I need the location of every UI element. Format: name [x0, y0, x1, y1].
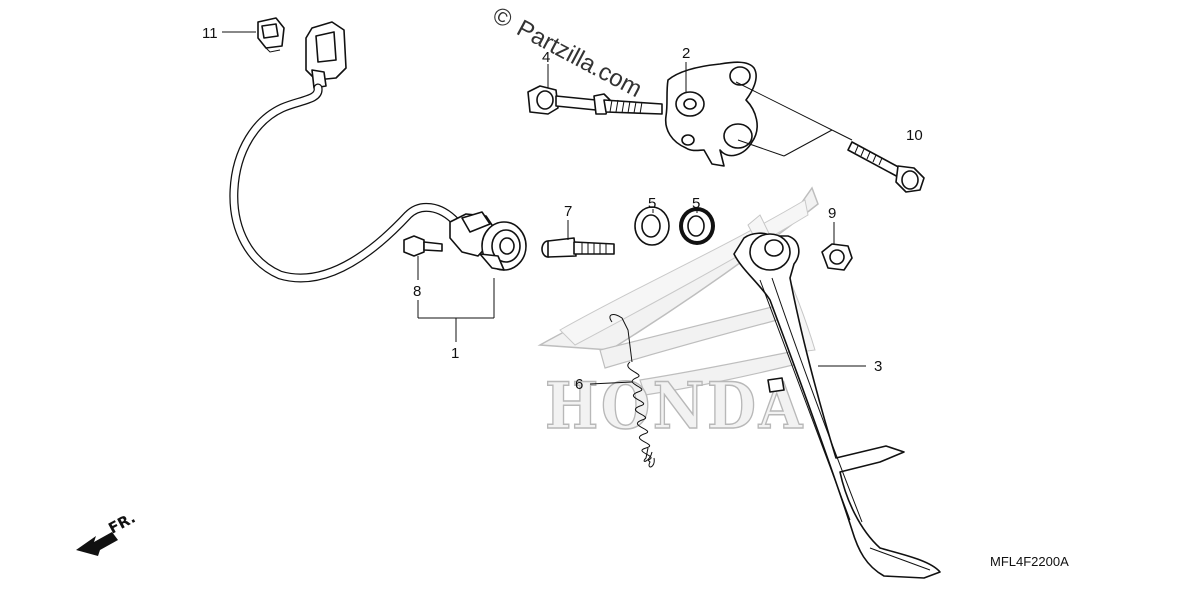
callout-9: 9 — [828, 205, 836, 222]
callout-4: 4 — [542, 49, 550, 66]
callout-2: 2 — [682, 45, 690, 62]
callout-10: 10 — [906, 127, 923, 144]
callout-8: 8 — [413, 283, 421, 300]
part-8-bolt — [403, 235, 443, 257]
part-11-connector-clip — [257, 17, 285, 53]
part-1-sidestand-switch — [229, 21, 527, 283]
part-6-spring — [609, 314, 655, 468]
part-5-washer-b — [679, 207, 715, 245]
part-4-pivot-bolt — [527, 85, 663, 115]
callout-1: 1 — [451, 345, 459, 362]
callout-6: 6 — [575, 376, 583, 393]
callout-3: 3 — [874, 358, 882, 375]
part-3-sidestand — [733, 232, 941, 579]
part-5-washer-a — [634, 206, 670, 246]
part-10-flange-bolt — [847, 141, 925, 193]
callout-11: 11 — [202, 25, 218, 42]
callout-5-right: 5 — [692, 195, 700, 212]
callout-7: 7 — [564, 203, 572, 220]
front-direction-arrow-icon — [76, 532, 118, 556]
callout-5-left: 5 — [648, 195, 656, 212]
copyright-symbol: © — [488, 2, 517, 34]
diagram-code: MFL4F2200A — [990, 554, 1069, 569]
part-2-bracket — [664, 61, 758, 167]
part-7-collar — [541, 237, 615, 258]
part-9-nut — [821, 243, 853, 271]
leader-lines — [222, 31, 866, 385]
honda-brand-text: HONDA — [545, 369, 805, 444]
